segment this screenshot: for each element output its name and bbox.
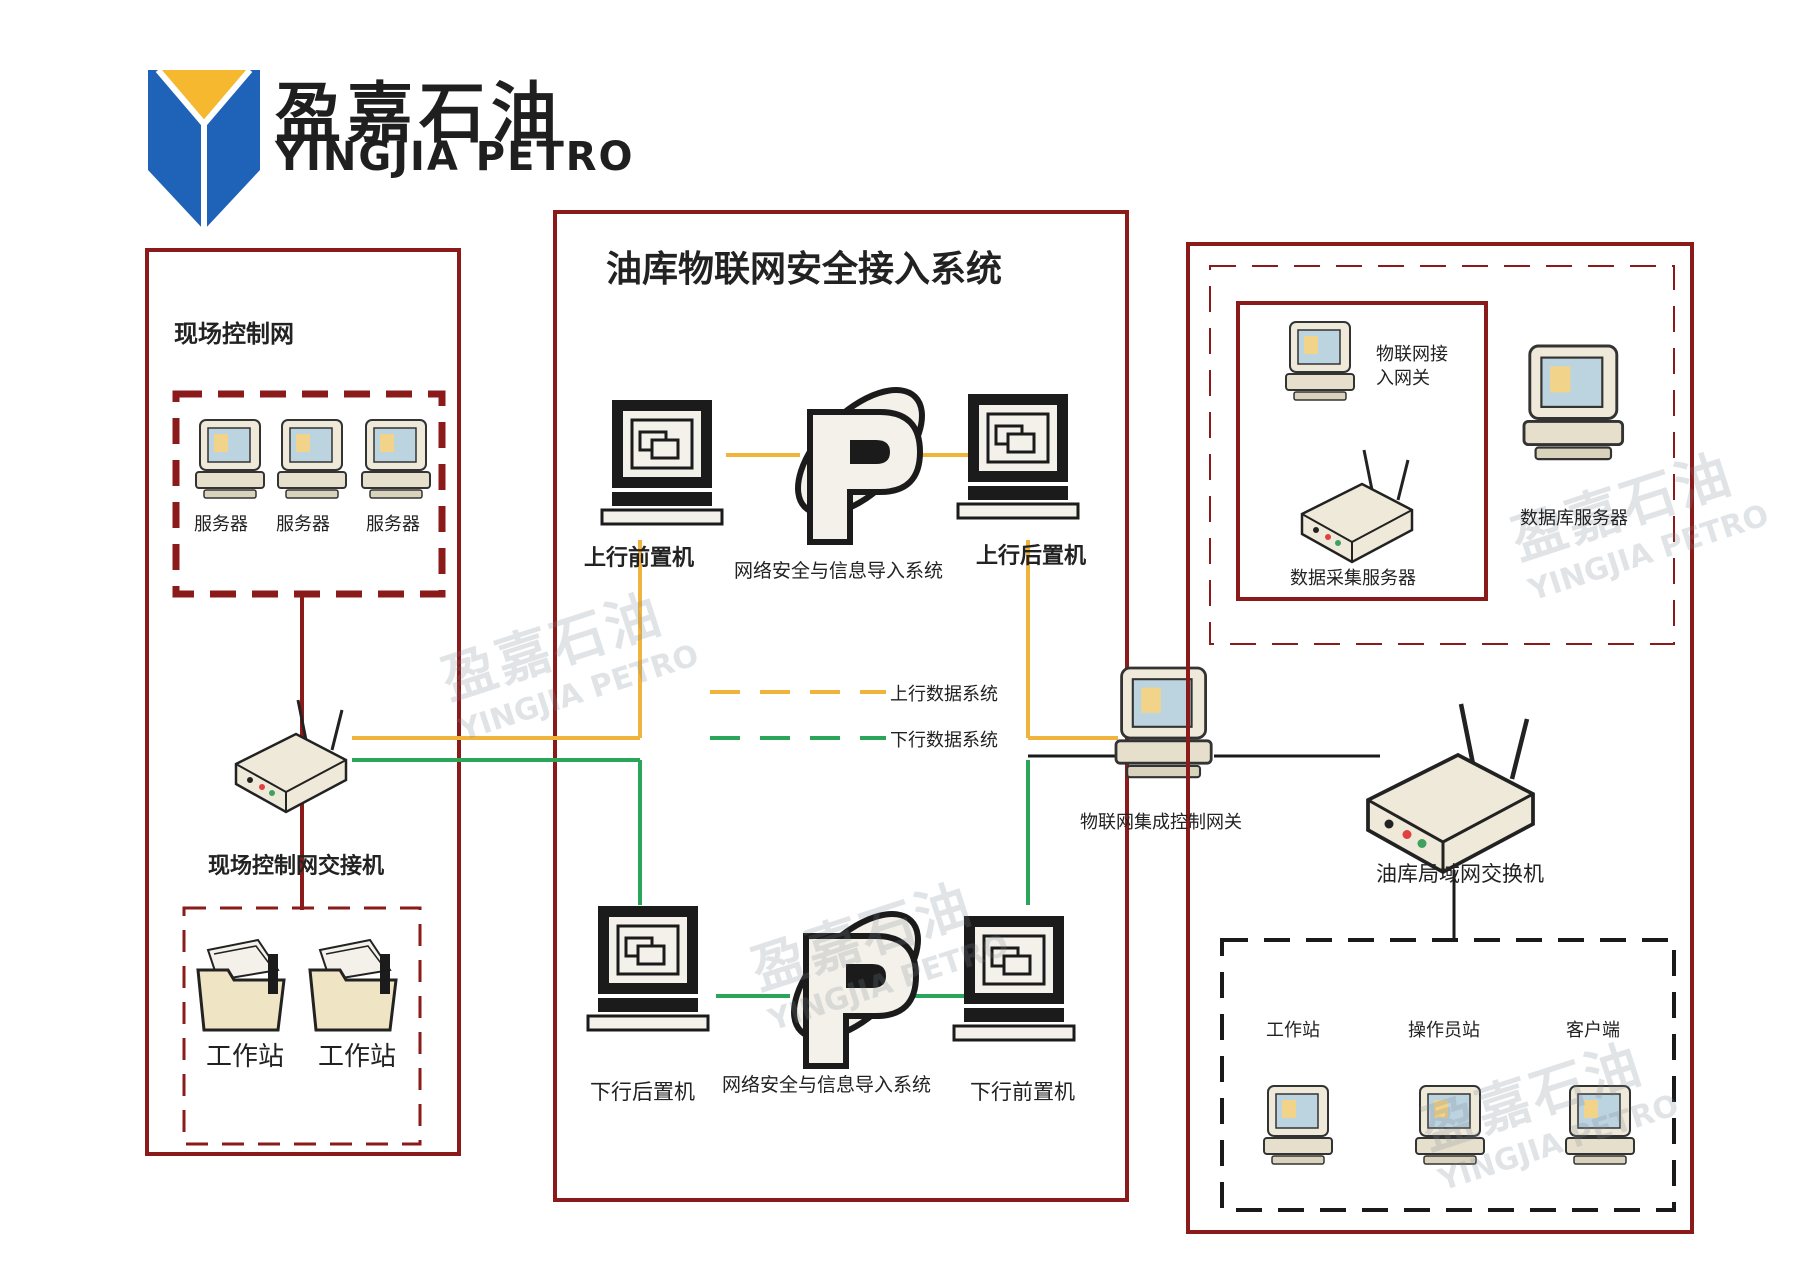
up-back-label: 上行后置机 — [976, 544, 1087, 569]
left-site-control-box — [145, 248, 461, 1156]
legend-down-label: 下行数据系统 — [890, 730, 998, 751]
field-switch-label: 现场控制网交接机 — [208, 854, 385, 879]
data-center-dashed-box — [1209, 265, 1675, 645]
yingjia-logo-icon — [148, 68, 260, 230]
client-workstation-label: 工作站 — [1266, 1020, 1320, 1041]
logo-english: YINGJIA PETRO — [275, 134, 635, 180]
field-switch-icon — [234, 698, 348, 814]
iot-integration-gateway-label: 物联网集成控制网关 — [1080, 812, 1242, 833]
up-back-terminal-icon — [956, 392, 1080, 520]
down-back-label: 下行后置机 — [590, 1080, 695, 1104]
server-group-box — [172, 390, 446, 598]
database-server-icon — [1522, 344, 1625, 461]
down-security-label: 网络安全与信息导入系统 — [722, 1074, 932, 1096]
server-label-1: 服务器 — [194, 514, 248, 535]
workstation-label-2: 工作站 — [318, 1042, 397, 1072]
logo-chinese: 盈嘉石油 — [275, 75, 563, 152]
workstation-label-1: 工作站 — [206, 1042, 285, 1072]
down-front-label: 下行前置机 — [970, 1080, 1075, 1104]
client-terminal-label: 客户端 — [1566, 1020, 1620, 1041]
up-front-label: 上行前置机 — [584, 546, 695, 571]
server-icon-1 — [195, 419, 265, 499]
right-depot-box — [1186, 242, 1694, 1234]
legend-up-label: 上行数据系统 — [890, 684, 998, 705]
iot-access-gateway-label-line1: 物联网接 — [1376, 344, 1448, 365]
collection-server-label: 数据采集服务器 — [1290, 568, 1416, 589]
iot-integration-gateway-icon — [1114, 666, 1213, 779]
server-label-3: 服务器 — [366, 514, 420, 535]
database-server-label: 数据库服务器 — [1520, 508, 1628, 529]
client-group-box — [1220, 938, 1676, 1212]
down-back-terminal-icon — [586, 904, 710, 1032]
collection-server-box — [1236, 301, 1488, 601]
workstation-icon-2 — [308, 938, 398, 1032]
iot-access-gateway-label-line2: 入网关 — [1376, 368, 1430, 389]
collection-router-icon — [1300, 448, 1414, 564]
server-label-2: 服务器 — [276, 514, 330, 535]
up-security-icon — [777, 369, 944, 542]
up-security-label: 网络安全与信息导入系统 — [734, 560, 944, 582]
site-control-network-title: 现场控制网 — [174, 320, 294, 348]
lan-switch-icon — [1368, 704, 1533, 872]
workstation-icon-1 — [196, 938, 286, 1032]
server-icon-3 — [361, 419, 431, 499]
lan-switch-label: 油库局域网交换机 — [1376, 862, 1544, 886]
up-front-terminal-icon — [600, 398, 724, 526]
client-workstation-icon — [1263, 1085, 1333, 1165]
operator-station-label: 操作员站 — [1408, 1020, 1480, 1041]
iot-access-gateway-icon — [1285, 321, 1355, 401]
center-title: 油库物联网安全接入系统 — [606, 249, 1003, 290]
server-icon-2 — [277, 419, 347, 499]
